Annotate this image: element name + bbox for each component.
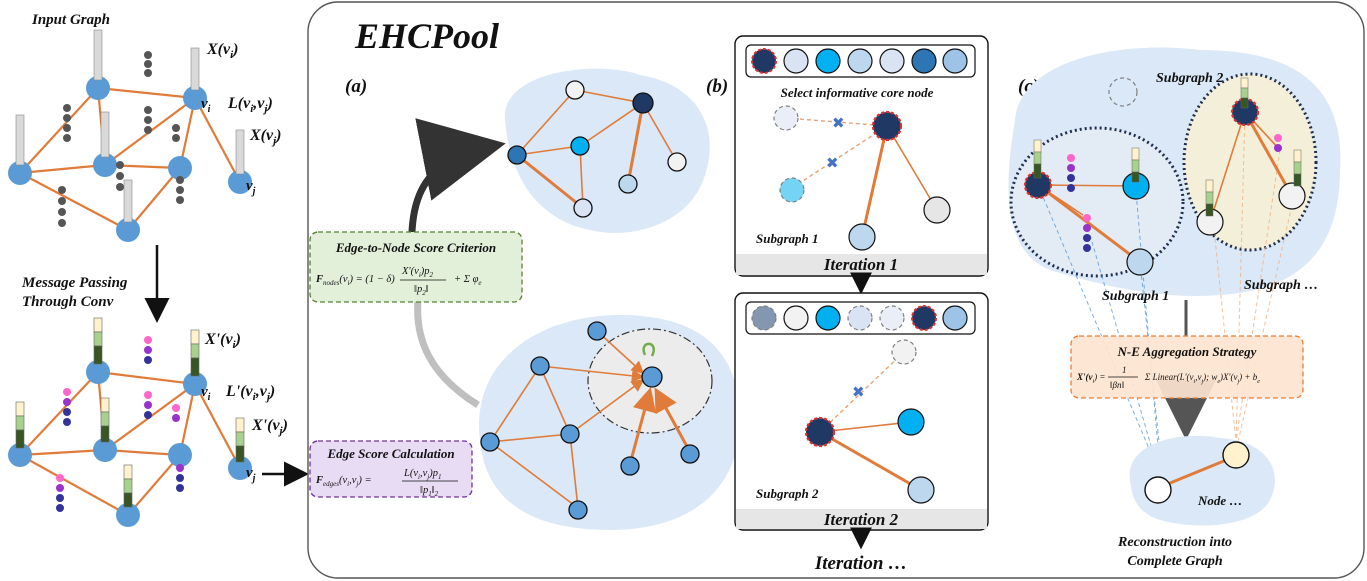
svg-text:X'(vj): X'(vj): [251, 417, 288, 437]
svg-text:N-E Aggregation Strategy: N-E Aggregation Strategy: [1117, 344, 1257, 359]
edge-to-node-formula: Fnodes(vi) = (1 − δ) X'(vi)p2 ‖p2‖ + Σ φ…: [315, 266, 482, 297]
ehcpool-box: [307, 1, 1365, 579]
panel-c: (c) Subgraph 2: [1008, 47, 1341, 569]
ehcpool-title: EHCPool: [354, 16, 499, 56]
ne-aggregation-box: [1070, 335, 1304, 399]
svg-text:Iteration 1: Iteration 1: [823, 255, 898, 274]
svg-text:✖: ✖: [852, 383, 865, 401]
svg-text:Subgraph 2: Subgraph 2: [1156, 71, 1223, 86]
svg-text:vi: vi: [201, 384, 211, 403]
svg-text:Reconstruction into: Reconstruction into: [1117, 535, 1232, 550]
svg-text:✖: ✖: [832, 114, 845, 132]
edge-to-node-box: [309, 231, 523, 303]
svg-text:X'(vi): X'(vi): [204, 331, 241, 351]
svg-text:Subgraph 1: Subgraph 1: [1102, 289, 1169, 304]
ne-formula: X'(vi) = 1 ‖βn‖ Σ Linear(L'(vi,vj); we)X…: [1076, 365, 1260, 390]
svg-text:vj: vj: [246, 465, 256, 484]
svg-text:X(vi): X(vi): [206, 41, 239, 61]
svg-text:Complete Graph: Complete Graph: [1127, 554, 1222, 569]
svg-text:Subgraph …: Subgraph …: [1244, 278, 1318, 293]
edge-score-formula: Fedges(vi,vj) = L(vi,vj)p1 ‖p1‖2: [315, 468, 444, 498]
svg-text:Edge-to-Node Score Criterion: Edge-to-Node Score Criterion: [335, 240, 496, 255]
svg-text:vj: vj: [246, 178, 256, 197]
svg-text:(b): (b): [706, 76, 728, 97]
svg-text:Subgraph 2: Subgraph 2: [756, 486, 819, 501]
svg-text:L(vi,vj): L(vi,vj): [227, 95, 273, 115]
blob-upper: [504, 68, 710, 233]
svg-text:Iteration 2: Iteration 2: [823, 510, 899, 529]
input-graph-label: Input Graph: [31, 12, 110, 28]
conv-graph: X'(vi) vi L'(vi,vj) X'(vj) vj: [8, 317, 288, 527]
svg-text:Subgraph 1: Subgraph 1: [756, 231, 819, 246]
panel-b: (b) Iteration 1 Select informative core …: [706, 35, 989, 574]
panel-a: (a) Edge-to-Node Score Criterion: [309, 68, 740, 530]
svg-text:Message Passing: Message Passing: [21, 275, 128, 291]
svg-text:Through Conv: Through Conv: [22, 294, 114, 310]
edge-score-box: [309, 440, 473, 498]
svg-text:X(vj): X(vj): [249, 127, 282, 147]
svg-text:Node …: Node …: [1197, 493, 1242, 508]
input-graph: Input Graph: [8, 12, 282, 242]
svg-text:Edge Score Calculation: Edge Score Calculation: [326, 446, 454, 461]
message-passing: Message Passing Through Conv: [21, 245, 170, 323]
svg-text:Iteration …: Iteration …: [814, 553, 907, 574]
svg-text:vi: vi: [201, 96, 211, 115]
svg-text:L'(vi,vj): L'(vi,vj): [225, 383, 275, 403]
svg-text:✖: ✖: [826, 154, 839, 172]
svg-text:(a): (a): [345, 76, 367, 97]
svg-text:Select informative core node: Select informative core node: [781, 85, 934, 100]
